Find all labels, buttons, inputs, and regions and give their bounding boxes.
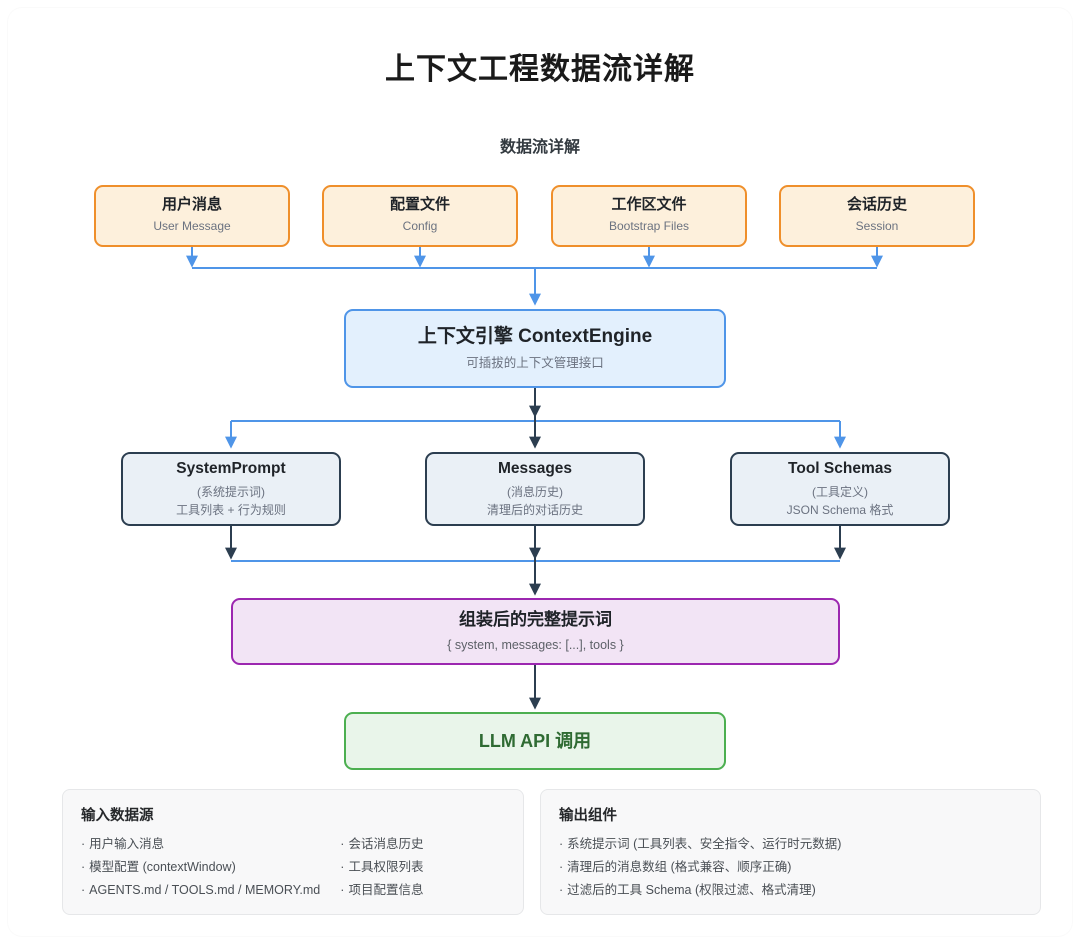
legend-output-components: 输出组件 ·系统提示词 (工具列表、安全指令、运行时元数据) ·清理后的消息数组…: [540, 789, 1041, 915]
node-title: 组装后的完整提示词: [459, 609, 612, 629]
legend-item-label: 工具权限列表: [348, 859, 424, 874]
node-title: Tool Schemas: [788, 460, 892, 478]
bullet-icon: ·: [340, 837, 345, 851]
node-assembled-prompt[interactable]: 组装后的完整提示词 { system, messages: [...], too…: [231, 598, 840, 665]
legend-title: 输入数据源: [81, 808, 154, 824]
node-subtitle-1: (消息历史): [507, 484, 563, 499]
diagram-subtitle: 数据流详解: [499, 139, 580, 156]
bullet-icon: ·: [340, 859, 345, 874]
legend-item-label: 用户输入消息: [89, 837, 165, 851]
legend-input-sources: 输入数据源 ·用户输入消息 ·模型配置 (contextWindow) ·AGE…: [62, 789, 524, 915]
node-subtitle: { system, messages: [...], tools }: [447, 638, 624, 653]
node-title: LLM API 调用: [478, 730, 592, 751]
node-title: 用户消息: [161, 196, 222, 214]
node-title: 工作区文件: [611, 196, 687, 214]
legend-item-label: 系统提示词 (工具列表、安全指令、运行时元数据): [567, 837, 842, 851]
node-title: 配置文件: [389, 196, 450, 214]
legend-list-item: ·过滤后的工具 Schema (权限过滤、格式清理): [559, 882, 841, 899]
node-subtitle: 可插拔的上下文管理接口: [466, 356, 604, 371]
node-title: 会话历史: [846, 196, 907, 214]
node-context-engine[interactable]: 上下文引擎 ContextEngine 可插拔的上下文管理接口: [344, 309, 726, 388]
legend-item-label: 会话消息历史: [348, 837, 424, 851]
node-source-bootstrap-files[interactable]: 工作区文件 Bootstrap Files: [551, 185, 747, 247]
legend-column-1: ·系统提示词 (工具列表、安全指令、运行时元数据) ·清理后的消息数组 (格式兼…: [559, 836, 841, 899]
legend-list-item: ·清理后的消息数组 (格式兼容、顺序正确): [559, 859, 841, 876]
legend-column-1: ·用户输入消息 ·模型配置 (contextWindow) ·AGENTS.md…: [81, 836, 320, 899]
legend-list-item: ·工具权限列表: [340, 859, 423, 876]
node-subtitle-1: (工具定义): [812, 484, 868, 499]
bullet-icon: ·: [559, 859, 564, 874]
bullet-icon: ·: [340, 882, 345, 897]
node-subtitle-2: JSON Schema 格式: [786, 502, 894, 517]
legend-title: 输出组件: [559, 808, 617, 824]
node-title: 上下文引擎 ContextEngine: [417, 325, 653, 347]
node-source-user-message[interactable]: 用户消息 User Message: [94, 185, 290, 247]
node-subtitle-2: 清理后的对话历史: [486, 502, 583, 517]
legend-item-label: AGENTS.md / TOOLS.md / MEMORY.md: [89, 882, 321, 897]
legend-column-2: ·会话消息历史 ·工具权限列表 ·项目配置信息: [340, 836, 423, 899]
node-subtitle: Bootstrap Files: [608, 219, 690, 234]
bullet-icon: ·: [81, 859, 86, 874]
node-subtitle: User Message: [153, 219, 231, 234]
node-title: SystemPrompt: [176, 460, 286, 478]
legend-item-label: 模型配置 (contextWindow): [89, 859, 236, 874]
node-source-session[interactable]: 会话历史 Session: [779, 185, 975, 247]
legend-item-label: 过滤后的工具 Schema (权限过滤、格式清理): [567, 882, 816, 897]
bullet-icon: ·: [81, 837, 86, 851]
node-llm-api-call[interactable]: LLM API 调用: [344, 712, 726, 770]
page-title: 上下文工程数据流详解: [385, 53, 695, 86]
bullet-icon: ·: [559, 837, 564, 851]
node-subtitle-2: 工具列表 + 行为规则: [176, 502, 286, 517]
node-subtitle-1: (系统提示词): [197, 484, 265, 499]
legend-list-item: ·用户输入消息: [81, 836, 320, 853]
node-subtitle: Session: [855, 219, 899, 234]
node-subtitle: Config: [402, 219, 438, 234]
legend-list-item: ·项目配置信息: [340, 882, 423, 899]
legend-list-item: ·系统提示词 (工具列表、安全指令、运行时元数据): [559, 836, 841, 853]
node-source-config[interactable]: 配置文件 Config: [322, 185, 518, 247]
legend-list-item: ·会话消息历史: [340, 836, 423, 853]
legend-list-item: ·模型配置 (contextWindow): [81, 859, 320, 876]
bullet-icon: ·: [81, 882, 86, 897]
node-tool-schemas[interactable]: Tool Schemas (工具定义) JSON Schema 格式: [730, 452, 950, 526]
node-title: Messages: [497, 460, 573, 478]
legend-list-item: ·AGENTS.md / TOOLS.md / MEMORY.md: [81, 882, 320, 899]
legend-item-label: 项目配置信息: [348, 882, 424, 897]
node-system-prompt[interactable]: SystemPrompt (系统提示词) 工具列表 + 行为规则: [121, 452, 341, 526]
bullet-icon: ·: [559, 882, 564, 897]
node-messages[interactable]: Messages (消息历史) 清理后的对话历史: [425, 452, 645, 526]
legend-item-label: 清理后的消息数组 (格式兼容、顺序正确): [567, 859, 792, 874]
